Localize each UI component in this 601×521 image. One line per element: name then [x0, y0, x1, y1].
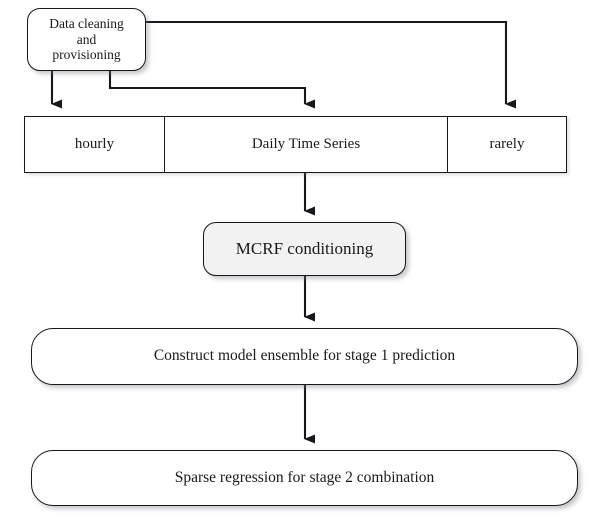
node-data-cleaning: Data cleaning and provisioning [27, 8, 146, 71]
time-series-table: hourly Daily Time Series rarely [24, 116, 567, 173]
table-cell-daily-time-series-label: Daily Time Series [251, 136, 361, 152]
node-mcrf-conditioning: MCRF conditioning [203, 222, 406, 276]
table-cell-rarely-label: rarely [489, 136, 525, 152]
edge-cleaning-to-rarely [146, 20, 516, 109]
table-cell-daily-time-series: Daily Time Series [165, 117, 448, 172]
node-stage2-sparse-regression: Sparse regression for stage 2 combinatio… [31, 450, 578, 506]
node-stage1-ensemble-label: Construct model ensemble for stage 1 pre… [153, 347, 456, 365]
node-stage2-sparse-regression-label: Sparse regression for stage 2 combinatio… [174, 468, 435, 486]
node-data-cleaning-label: Data cleaning and provisioning [49, 15, 124, 63]
edge-cleaning-to-daily [108, 71, 315, 109]
table-cell-rarely: rarely [448, 117, 566, 172]
node-mcrf-conditioning-label: MCRF conditioning [235, 238, 374, 258]
node-stage1-ensemble: Construct model ensemble for stage 1 pre… [31, 328, 578, 385]
table-cell-hourly-label: hourly [74, 136, 115, 152]
table-cell-hourly: hourly [25, 117, 165, 172]
